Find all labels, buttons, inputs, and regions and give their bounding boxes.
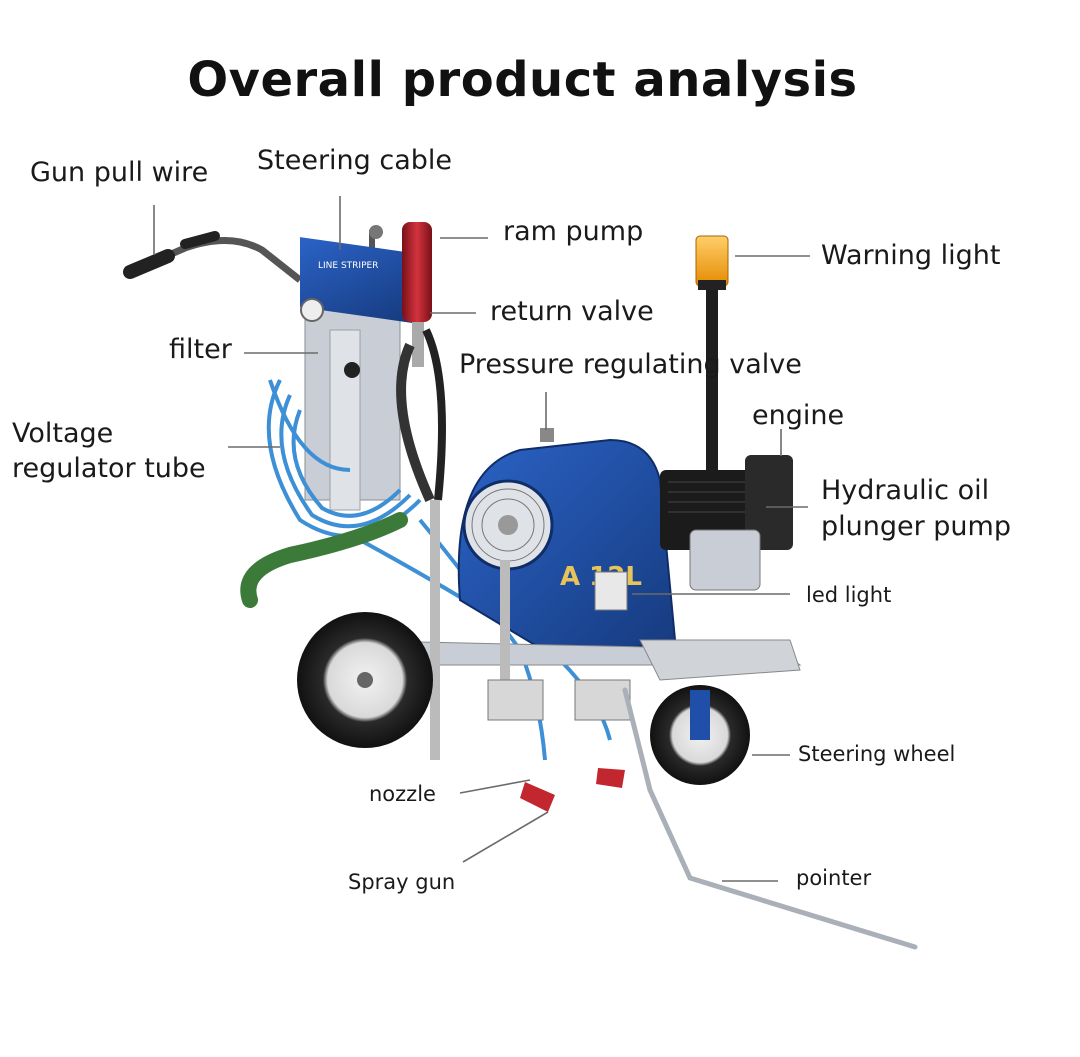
spray-gun-assembly bbox=[487, 679, 631, 812]
ram-pump bbox=[396, 222, 446, 503]
label-hydraulic-pump-line1: Hydraulic oil bbox=[821, 475, 990, 506]
label-steering-wheel: Steering wheel bbox=[798, 742, 956, 766]
label-voltage-regulator-tube-line1: Voltage bbox=[12, 418, 114, 449]
label-filter: filter bbox=[169, 334, 232, 365]
leader-spray-gun bbox=[462, 811, 549, 863]
handlebar bbox=[123, 225, 383, 290]
nozzle-tip-left bbox=[520, 782, 555, 812]
label-hydraulic-pump-line2: plunger pump bbox=[821, 511, 1011, 542]
green-suction-hose bbox=[240, 512, 408, 608]
label-ram-pump: ram pump bbox=[503, 216, 644, 247]
control-column: LINE STRIPER bbox=[300, 237, 415, 511]
label-gun-pull-wire: Gun pull wire bbox=[30, 157, 209, 188]
pointer-rod bbox=[622, 687, 918, 950]
leader-lines bbox=[153, 196, 810, 882]
pressure-knob bbox=[540, 428, 554, 442]
label-pressure-regulating-valve: Pressure regulating valve bbox=[459, 349, 802, 380]
label-led-light: led light bbox=[806, 583, 892, 607]
label-return-valve: return valve bbox=[490, 296, 654, 327]
label-voltage-regulator-tube-line2: regulator tube bbox=[12, 453, 206, 484]
label-spray-gun: Spray gun bbox=[348, 870, 456, 894]
label-steering-cable: Steering cable bbox=[257, 145, 453, 176]
leader-nozzle bbox=[459, 779, 531, 794]
label-pointer: pointer bbox=[796, 866, 872, 890]
engine bbox=[660, 455, 793, 591]
label-nozzle: nozzle bbox=[369, 782, 436, 806]
led-light-fixture bbox=[594, 571, 628, 611]
page-title: Overall product analysis bbox=[187, 52, 858, 108]
label-warning-light: Warning light bbox=[821, 240, 1001, 271]
label-engine: engine bbox=[752, 400, 845, 431]
warning-light bbox=[695, 235, 729, 490]
panel-text: LINE STRIPER bbox=[318, 261, 378, 271]
filter-canister bbox=[329, 329, 361, 511]
nozzle-tip-right bbox=[596, 768, 625, 788]
pressure-gauge bbox=[300, 298, 324, 322]
prime-knob bbox=[344, 362, 360, 378]
main-body: A 12L bbox=[457, 428, 677, 662]
chassis-frame bbox=[329, 500, 802, 760]
